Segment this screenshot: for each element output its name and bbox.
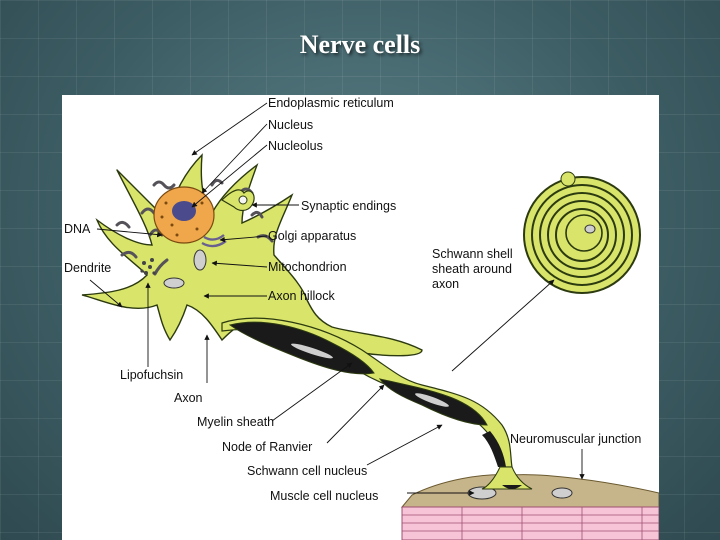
label-myelin-sheath: Myelin sheath	[197, 415, 274, 429]
leader-lines	[89, 102, 585, 496]
label-neuromuscular-junction: Neuromuscular junction	[510, 432, 641, 446]
label-dna: DNA	[64, 222, 91, 236]
axon-myelinated	[221, 317, 513, 468]
diagram-labels: Endoplasmic reticulum Nucleus Nucleolus …	[64, 96, 641, 503]
label-schwann-shell-line3: axon	[432, 277, 459, 291]
label-endoplasmic-reticulum: Endoplasmic reticulum	[268, 96, 394, 110]
diagram-canvas: Endoplasmic reticulum Nucleus Nucleolus …	[64, 96, 659, 540]
label-dendrite: Dendrite	[64, 261, 111, 275]
label-schwann-shell-line1: Schwann shell	[432, 247, 513, 261]
label-synaptic-endings: Synaptic endings	[301, 199, 396, 213]
schwann-shell-cross-section	[523, 171, 641, 294]
label-axon-hillock: Axon hillock	[268, 289, 335, 303]
label-axon: Axon	[174, 391, 203, 405]
nucleolus-shape	[172, 201, 196, 221]
label-lipofuchsin: Lipofuchsin	[120, 368, 183, 382]
label-node-of-ranvier: Node of Ranvier	[222, 440, 312, 454]
label-golgi-apparatus: Golgi apparatus	[268, 229, 356, 243]
nerve-cell-diagram: Endoplasmic reticulum Nucleus Nucleolus …	[62, 95, 659, 540]
slide-title: Nerve cells	[299, 30, 421, 59]
label-schwann-shell-line2: sheath around	[432, 262, 512, 276]
synaptic-ending	[221, 189, 255, 212]
label-muscle-cell-nucleus: Muscle cell nucleus	[270, 489, 378, 503]
muscle-fiber	[400, 474, 659, 540]
neuromuscular-junction	[481, 466, 533, 490]
label-mitochondrion: Mitochondrion	[268, 260, 347, 274]
label-nucleus: Nucleus	[268, 118, 313, 132]
label-schwann-cell-nucleus: Schwann cell nucleus	[247, 464, 367, 478]
label-nucleolus: Nucleolus	[268, 139, 323, 153]
